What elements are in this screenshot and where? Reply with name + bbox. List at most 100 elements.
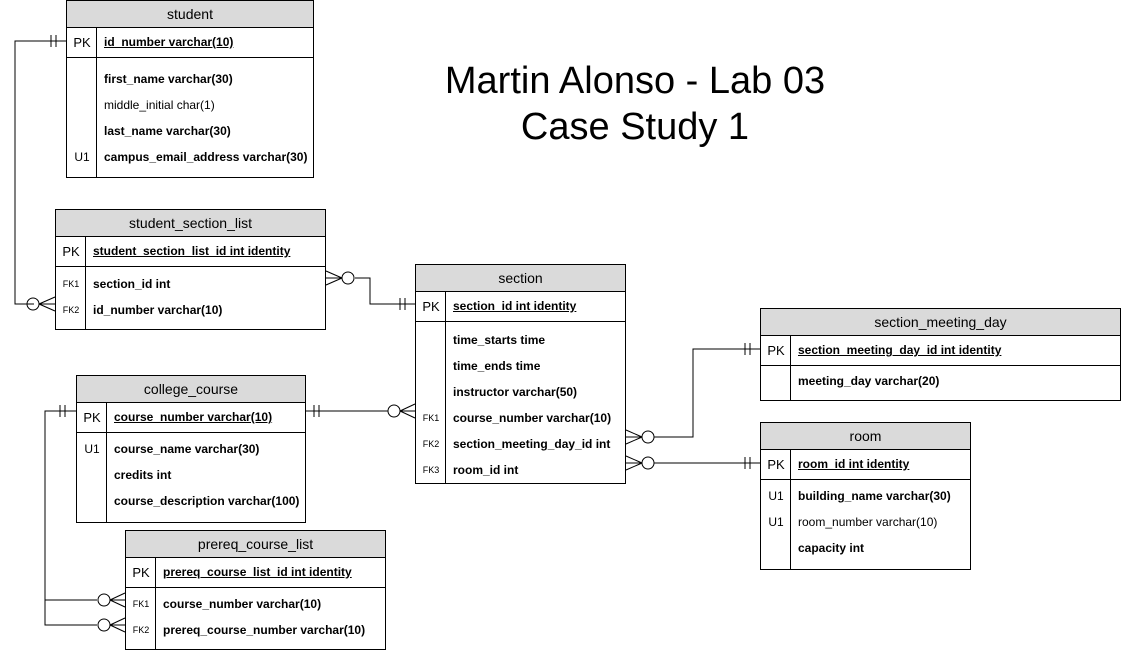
key-label: FK1 xyxy=(62,279,80,289)
attribute: building_name varchar(30) xyxy=(798,489,951,503)
attribute-row: time_ends time xyxy=(416,353,625,379)
entity-name: prereq_course_list xyxy=(126,531,385,558)
attribute-row: FK2 section_meeting_day_id int xyxy=(416,431,625,457)
key-label: PK xyxy=(422,299,440,314)
diagram-title: Martin Alonso - Lab 03 Case Study 1 xyxy=(360,58,910,150)
rel-course-section xyxy=(305,403,416,419)
attribute-row: U1 course_name varchar(30) xyxy=(77,436,305,462)
pk-row: PK prereq_course_list_id int identity xyxy=(126,558,385,588)
attribute-list: U1 course_name varchar(30) credits int co… xyxy=(77,433,305,522)
attribute-row: FK2 id_number varchar(10) xyxy=(56,297,325,323)
rel-student-ssl xyxy=(14,35,66,312)
pk-attribute: room_id int identity xyxy=(798,457,910,471)
attribute: middle_initial char(1) xyxy=(104,98,215,112)
attribute-row: FK1 course_number varchar(10) xyxy=(416,405,625,431)
attribute: course_number varchar(10) xyxy=(453,411,612,425)
attribute: room_number varchar(10) xyxy=(798,515,938,529)
attribute: campus_email_address varchar(30) xyxy=(104,150,308,164)
rel-room-section xyxy=(625,455,760,471)
key-label: PK xyxy=(62,244,80,259)
attribute: section_id int xyxy=(93,277,171,291)
attribute: meeting_day varchar(20) xyxy=(798,374,940,388)
entity-student[interactable]: student PK id_number varchar(10) first_n… xyxy=(66,0,314,178)
attribute-row: credits int xyxy=(77,462,305,488)
entity-student-section-list[interactable]: student_section_list PK student_section_… xyxy=(55,209,326,330)
entity-room[interactable]: room PK room_id int identity U1 building_… xyxy=(760,422,971,570)
attribute-row: course_description varchar(100) xyxy=(77,488,305,514)
rel-course-prereq xyxy=(44,405,126,633)
attribute-list: FK1 section_id int FK2 id_number varchar(1… xyxy=(56,267,325,329)
attribute: time_starts time xyxy=(453,333,546,347)
attribute-row: FK3 room_id int xyxy=(416,457,625,483)
entity-name: student xyxy=(67,1,313,28)
entity-name: college_course xyxy=(77,376,305,403)
key-label: FK2 xyxy=(422,439,440,449)
pk-attribute: id_number varchar(10) xyxy=(104,35,234,49)
attribute: first_name varchar(30) xyxy=(104,72,233,86)
pk-attribute: section_meeting_day_id int identity xyxy=(798,343,1002,357)
attribute-row: FK1 section_id int xyxy=(56,271,325,297)
attribute-row: capacity int xyxy=(761,535,970,561)
title-line-2: Case Study 1 xyxy=(520,106,750,148)
key-label: PK xyxy=(767,343,785,358)
key-label: U1 xyxy=(74,150,90,164)
key-label: U1 xyxy=(768,489,784,503)
pk-attribute: prereq_course_list_id int identity xyxy=(163,565,352,579)
pk-row: PK section_id int identity xyxy=(416,292,625,322)
entity-section[interactable]: section PK section_id int identity time_… xyxy=(415,264,626,484)
key-label: FK1 xyxy=(132,599,150,609)
rel-section-ssl xyxy=(325,270,415,310)
attribute: section_meeting_day_id int xyxy=(453,437,611,451)
attribute-row: FK1 course_number varchar(10) xyxy=(126,591,385,617)
attribute-row: middle_initial char(1) xyxy=(67,92,313,118)
pk-attribute: student_section_list_id int identity xyxy=(93,244,291,258)
key-label: FK1 xyxy=(422,413,440,423)
entity-name: section xyxy=(416,265,625,292)
attribute-list: first_name varchar(30) middle_initial ch… xyxy=(67,58,313,177)
entity-college-course[interactable]: college_course PK course_number varchar(… xyxy=(76,375,306,523)
attribute-row: first_name varchar(30) xyxy=(67,66,313,92)
attribute-row: time_starts time xyxy=(416,327,625,353)
pk-attribute: course_number varchar(10) xyxy=(114,410,273,424)
pk-row: PK course_number varchar(10) xyxy=(77,403,305,433)
entity-prereq-course-list[interactable]: prereq_course_list PK prereq_course_list… xyxy=(125,530,386,650)
key-label: PK xyxy=(73,35,91,50)
key-label: PK xyxy=(83,410,101,425)
pk-attribute: section_id int identity xyxy=(453,299,577,313)
attribute-row: instructor varchar(50) xyxy=(416,379,625,405)
key-label: FK3 xyxy=(422,465,440,475)
key-label: FK2 xyxy=(62,305,80,315)
entity-name: room xyxy=(761,423,970,450)
key-label: PK xyxy=(132,565,150,580)
pk-row: PK section_meeting_day_id int identity xyxy=(761,336,1120,366)
attribute: instructor varchar(50) xyxy=(453,385,578,399)
attribute-row: U1 building_name varchar(30) xyxy=(761,483,970,509)
pk-row: PK id_number varchar(10) xyxy=(67,28,313,58)
entity-name: section_meeting_day xyxy=(761,309,1120,336)
title-line-1: Martin Alonso - Lab 03 xyxy=(444,60,826,102)
attribute: capacity int xyxy=(798,541,865,555)
attribute-row: last_name varchar(30) xyxy=(67,118,313,144)
attribute-row: U1 campus_email_address varchar(30) xyxy=(67,144,313,170)
attribute: room_id int xyxy=(453,463,519,477)
key-label: U1 xyxy=(84,442,100,456)
attribute: credits int xyxy=(114,468,172,482)
attribute-list: time_starts time time_ends time instruct… xyxy=(416,322,625,483)
attribute: course_description varchar(100) xyxy=(114,494,300,508)
attribute-list: meeting_day varchar(20) xyxy=(761,366,1120,400)
attribute: id_number varchar(10) xyxy=(93,303,223,317)
attribute: course_number varchar(10) xyxy=(163,597,322,611)
entity-section-meeting-day[interactable]: section_meeting_day PK section_meeting_d… xyxy=(760,308,1121,401)
attribute: prereq_course_number varchar(10) xyxy=(163,623,366,637)
attribute-row: meeting_day varchar(20) xyxy=(761,368,1120,394)
pk-row: PK student_section_list_id int identity xyxy=(56,237,325,267)
key-label: PK xyxy=(767,457,785,472)
pk-row: PK room_id int identity xyxy=(761,450,970,480)
attribute: course_name varchar(30) xyxy=(114,442,260,456)
entity-name: student_section_list xyxy=(56,210,325,237)
